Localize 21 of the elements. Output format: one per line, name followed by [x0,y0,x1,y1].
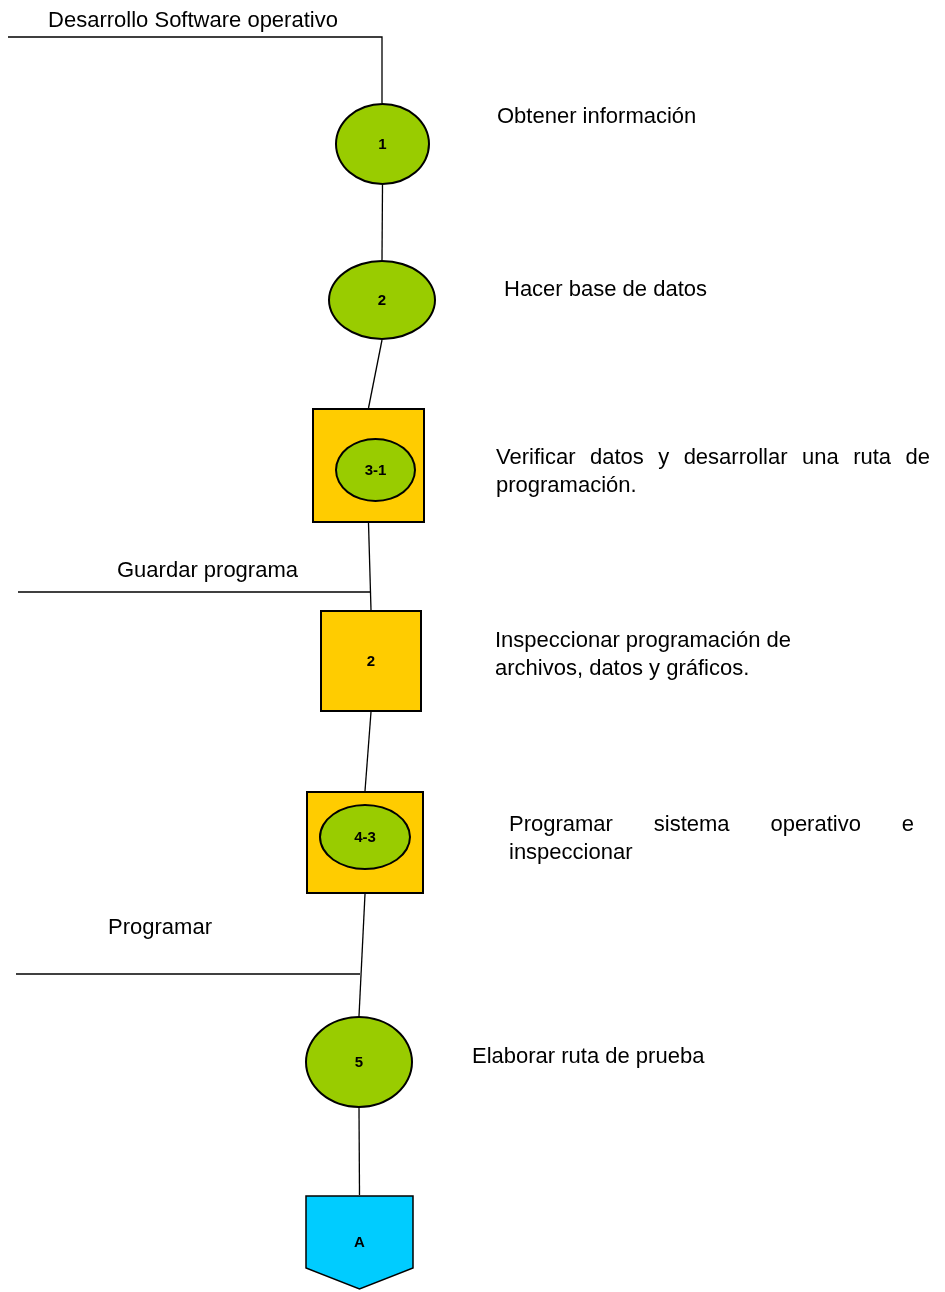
connector-line [367,339,383,409]
step-description: Verificar datos y desarrollar una ruta de programación. [496,443,930,499]
step-description: Elaborar ruta de prueba [472,1042,706,1070]
connector-line [7,36,383,104]
process-circle: 4-3 [319,804,411,870]
off-page-connector: A [305,1195,414,1290]
step-description: Inspeccionar programación de archivos, datos y gráficos. [495,626,792,682]
step-description: Programar sistema operativo e inspeccionar [509,810,914,866]
step-label: Programar [30,911,290,941]
connector-line [358,1107,361,1196]
step-label: Desarrollo Software operativo [8,4,378,34]
connector-line [364,711,372,792]
process-circle: 3-1 [335,438,416,502]
connector-line [15,973,361,975]
step-description: Hacer base de datos [504,275,709,303]
step-description: Obtener información [497,102,698,130]
connector-line [367,522,372,611]
step-label: Guardar programa [95,554,320,584]
connector-line [17,591,371,593]
connector-line [381,184,384,261]
connector-line [358,893,366,1017]
